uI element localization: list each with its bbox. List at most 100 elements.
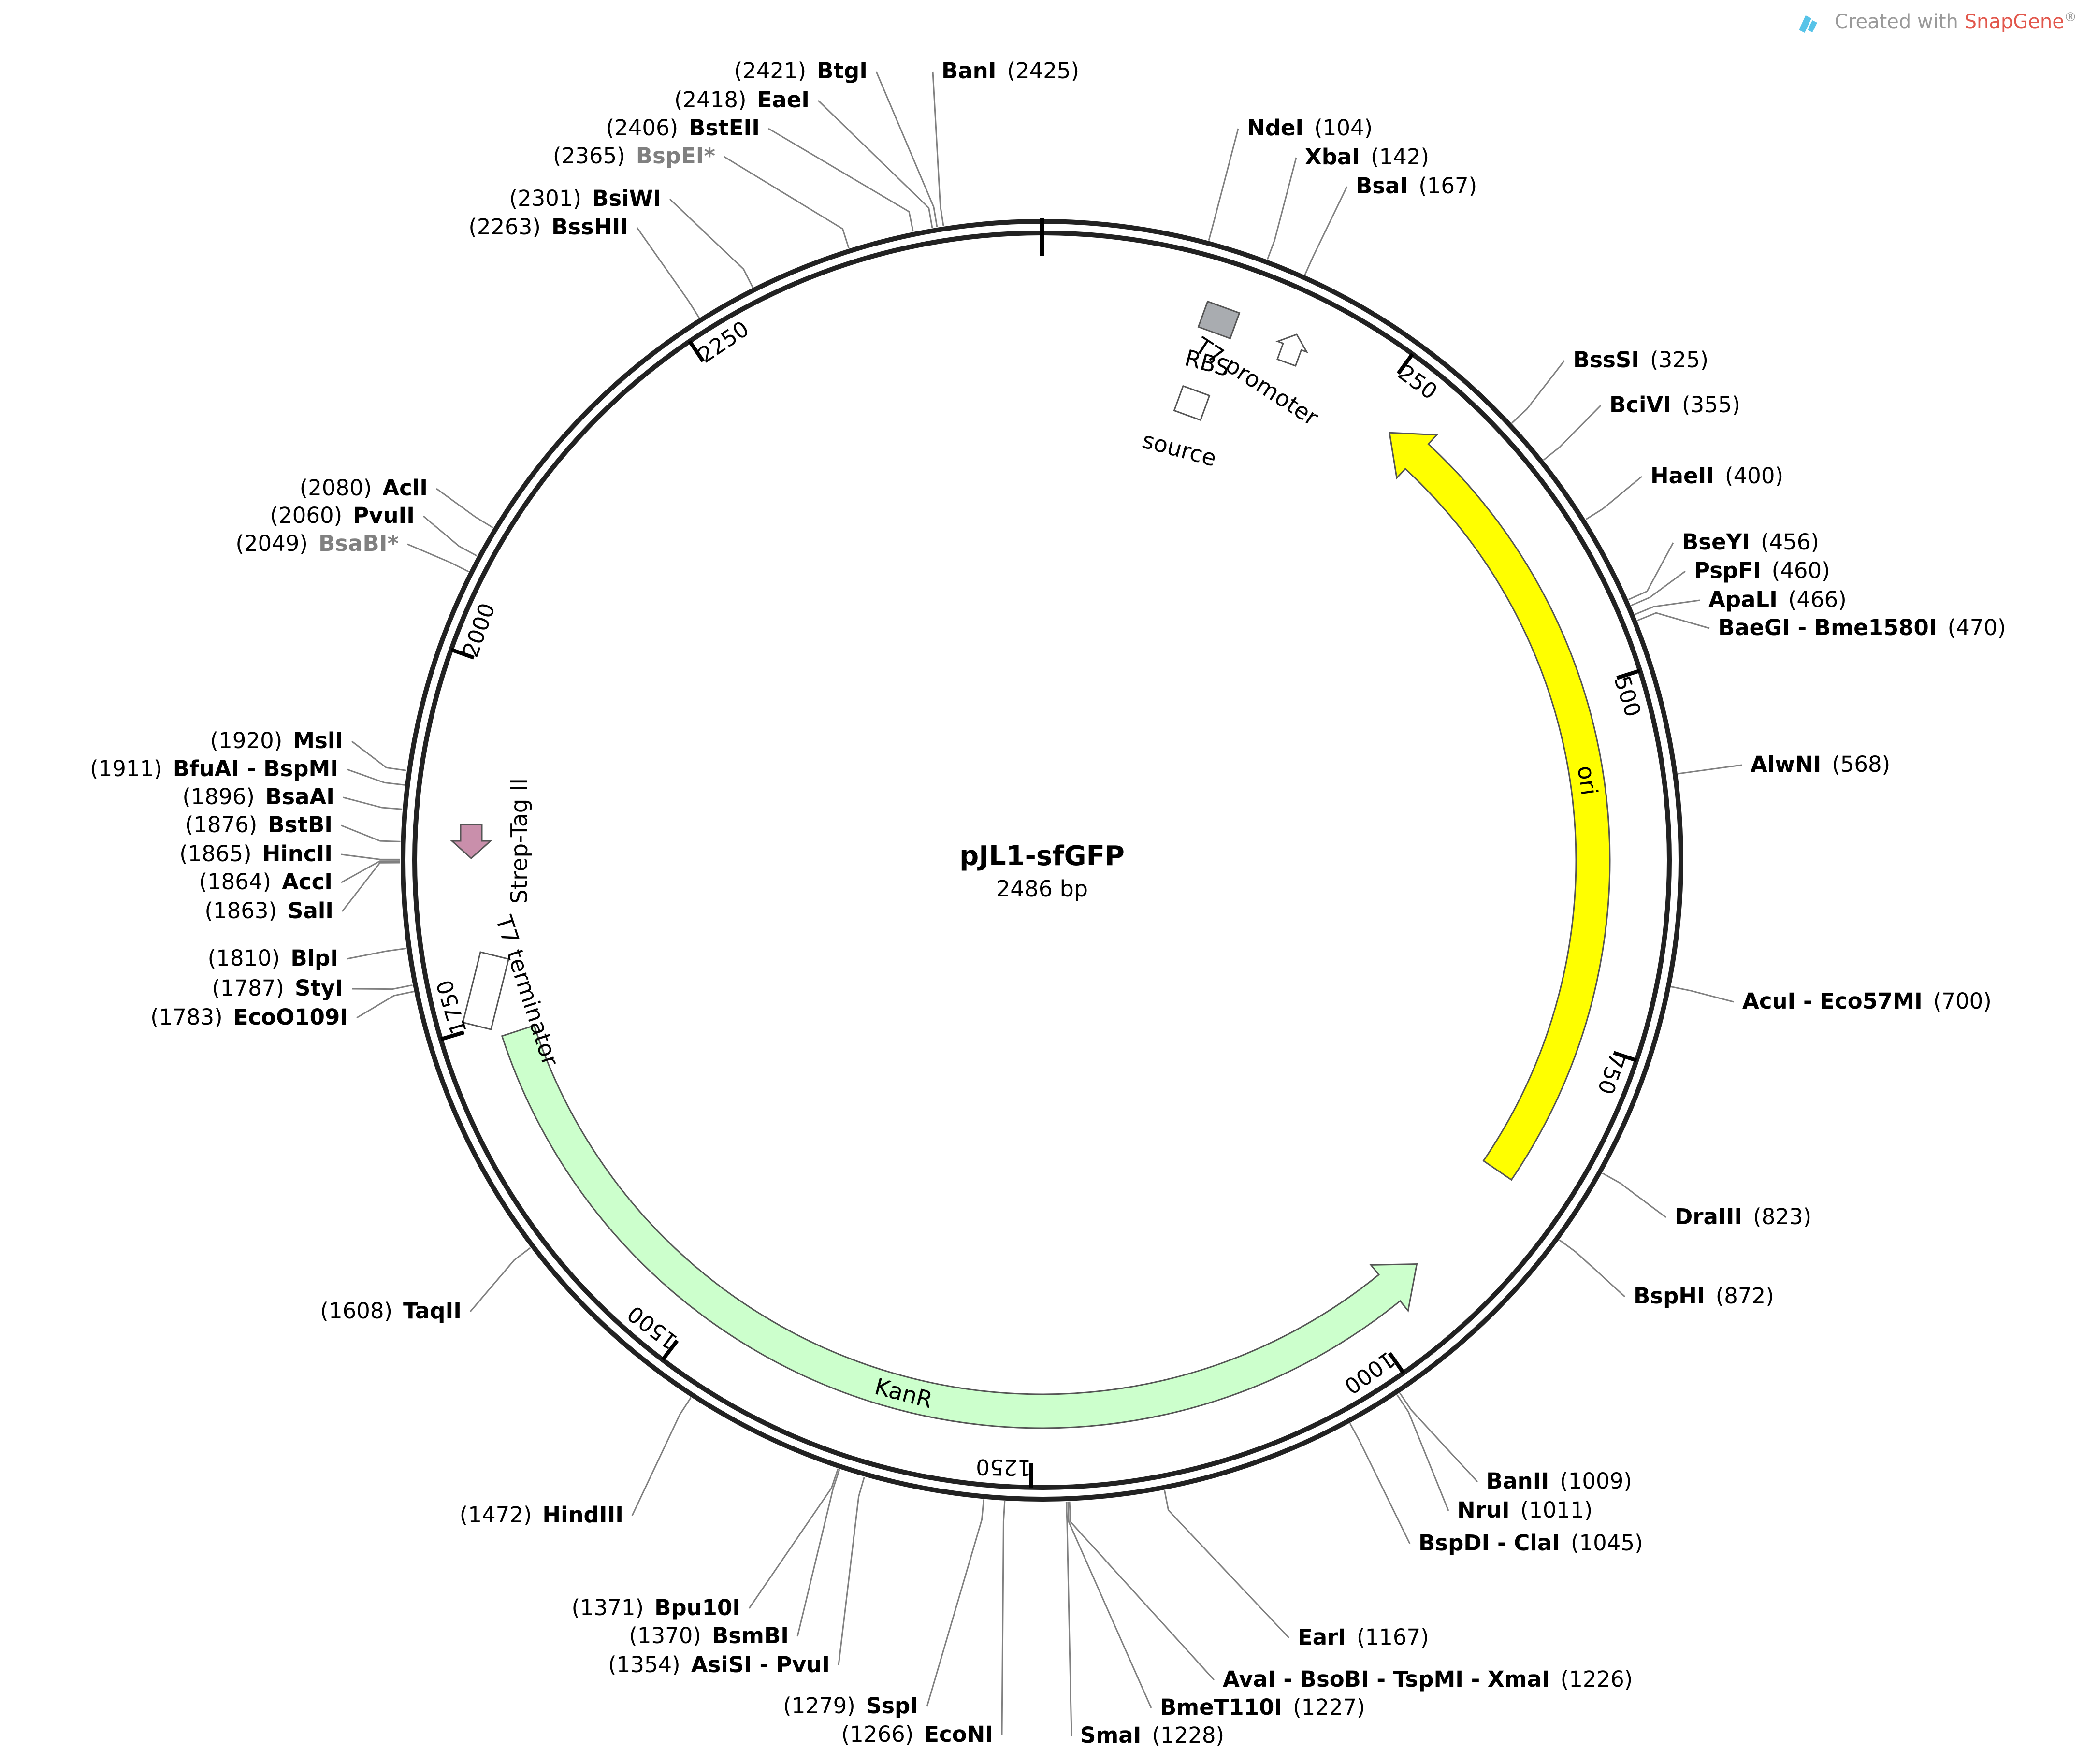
- site-banii: BanII(1009): [1399, 1392, 1632, 1494]
- site-position: (2301): [509, 186, 581, 211]
- site-bcivi: BciVI(355): [1543, 392, 1740, 461]
- site-bmet110i: BmeT110I(1227): [1067, 1501, 1365, 1720]
- site-position: (2080): [300, 475, 372, 501]
- site-leader-line: [932, 71, 944, 226]
- site-name: BciVI: [1609, 392, 1671, 418]
- site-label: ApaLI(466): [1708, 587, 1847, 612]
- site-position: (2060): [270, 503, 343, 528]
- site-smai: SmaI (1228): [1065, 1501, 1224, 1748]
- site-blpi: (1810)BlpI: [208, 945, 406, 971]
- site-label: (2301)BsiWI: [509, 186, 661, 211]
- site-label: (2060)PvuII: [270, 503, 415, 528]
- site-position: (470): [1948, 615, 2006, 640]
- site-leader-line: [356, 991, 414, 1019]
- site-leader-line: [1001, 1501, 1006, 1735]
- tick-label: 2250: [694, 316, 754, 368]
- feature-label: source: [1140, 427, 1219, 472]
- site-name: HindIII: [542, 1502, 623, 1528]
- site-position: (568): [1832, 752, 1890, 777]
- site-label: (1920)MslI: [210, 728, 343, 753]
- site-name: BssSI: [1573, 347, 1639, 373]
- site-name: BsaI: [1356, 173, 1408, 199]
- site-name: HaeII: [1650, 463, 1714, 489]
- site-name: AsiSI - PvuI: [691, 1652, 830, 1677]
- site-label: (2406)BstEII: [606, 115, 760, 141]
- site-label: (2049)BsaBI*: [235, 531, 399, 556]
- site-leader-line: [341, 853, 401, 860]
- site-name: BanII: [1486, 1468, 1549, 1494]
- site-position: (1911): [90, 756, 162, 781]
- site-position: (104): [1314, 115, 1373, 141]
- site-name: BsaBI*: [318, 531, 399, 556]
- site-position: (1045): [1571, 1530, 1643, 1556]
- site-name: SmaI: [1080, 1722, 1141, 1748]
- site-name: BspEI*: [636, 143, 715, 169]
- site-label: AlwNI(568): [1751, 752, 1890, 777]
- site-label: (1863)SalI: [204, 898, 333, 924]
- site-leader-line: [469, 1247, 531, 1312]
- site-leader-line: [875, 71, 938, 228]
- site-name: DraIII: [1675, 1204, 1742, 1229]
- watermark-brand: SnapGene: [1965, 11, 2064, 33]
- site-label: (1472)HindIII: [460, 1502, 623, 1528]
- site-position: (1227): [1293, 1694, 1365, 1720]
- site-bspdi-clai: BspDI - ClaI(1045): [1349, 1423, 1643, 1556]
- site-leader-line: [1164, 1490, 1290, 1639]
- site-position: (1226): [1561, 1666, 1633, 1692]
- site-leader-line: [436, 488, 493, 529]
- site-label: (1266)EcoNI: [841, 1721, 993, 1747]
- watermark-suffix: ®: [2064, 10, 2077, 25]
- site-name: BspHI: [1634, 1283, 1705, 1309]
- site-label: XbaI(142): [1305, 144, 1429, 170]
- site-position: (1370): [629, 1623, 701, 1648]
- site-sspi: (1279)SspI: [783, 1499, 984, 1719]
- site-position: (1371): [571, 1595, 644, 1620]
- site-bsteii: (2406)BstEII: [606, 115, 914, 232]
- site-label: BaeGI - Bme1580I (470): [1718, 615, 2006, 640]
- site-position: (1783): [150, 1004, 223, 1030]
- site-name: AccI: [282, 869, 333, 895]
- site-layer: NdeI(104)XbaI(142)BsaI(167)BssSI(325)Bci…: [90, 58, 2006, 1748]
- site-name: AcuI - Eco57MI: [1742, 988, 1923, 1014]
- site-baegi-bme1580i: BaeGI - Bme1580I (470): [1637, 612, 2006, 640]
- plasmid-title: pJL1-sfGFP: [959, 840, 1125, 872]
- site-leader-line: [1602, 1172, 1666, 1218]
- site-position: (400): [1725, 463, 1783, 489]
- site-leader-line: [347, 947, 406, 960]
- site-leader-line: [1304, 186, 1348, 275]
- site-name: AvaI - BsoBI - TspMI - XmaI: [1223, 1666, 1550, 1692]
- site-leader-line: [817, 100, 933, 228]
- site-leader-line: [1065, 1501, 1072, 1736]
- site-bsshii: (2263)BssHII: [468, 214, 700, 318]
- site-name: BaeGI - Bme1580I: [1718, 615, 1937, 640]
- site-pspfi: PspFI(460): [1631, 558, 1830, 607]
- feature-label: Strep-Tag II: [507, 778, 533, 904]
- site-leader-line: [1069, 1501, 1215, 1681]
- site-sali: (1863)SalI: [204, 862, 401, 924]
- site-name: NdeI: [1247, 115, 1303, 141]
- site-leader-line: [768, 128, 914, 232]
- site-leader-line: [407, 543, 469, 573]
- site-leader-line: [1671, 986, 1734, 1003]
- site-bsmbi: (1370)BsmBI: [629, 1469, 840, 1648]
- site-name: EcoO109I: [233, 1004, 348, 1030]
- site-position: (1279): [783, 1693, 855, 1719]
- site-position: (325): [1650, 347, 1708, 373]
- site-position: (1228): [1152, 1722, 1224, 1748]
- site-ecoo109i: (1783) EcoO109I: [150, 991, 414, 1030]
- site-label: (1354) AsiSI - PvuI: [608, 1652, 830, 1677]
- site-position: (1354): [608, 1652, 680, 1677]
- site-position: (2365): [553, 143, 625, 169]
- feature-label: ori: [1572, 764, 1602, 797]
- site-leader-line: [351, 984, 413, 990]
- snapgene-logo-icon: [1799, 15, 1817, 33]
- site-bsphi: BspHI(872): [1559, 1239, 1774, 1309]
- site-leader-line: [1396, 1394, 1449, 1511]
- site-label: BciVI(355): [1609, 392, 1740, 418]
- site-position: (456): [1761, 529, 1819, 555]
- site-leader-line: [1631, 570, 1686, 607]
- site-name: PspFI: [1694, 558, 1761, 583]
- site-leader-line: [423, 515, 478, 557]
- site-position: (2263): [468, 214, 541, 240]
